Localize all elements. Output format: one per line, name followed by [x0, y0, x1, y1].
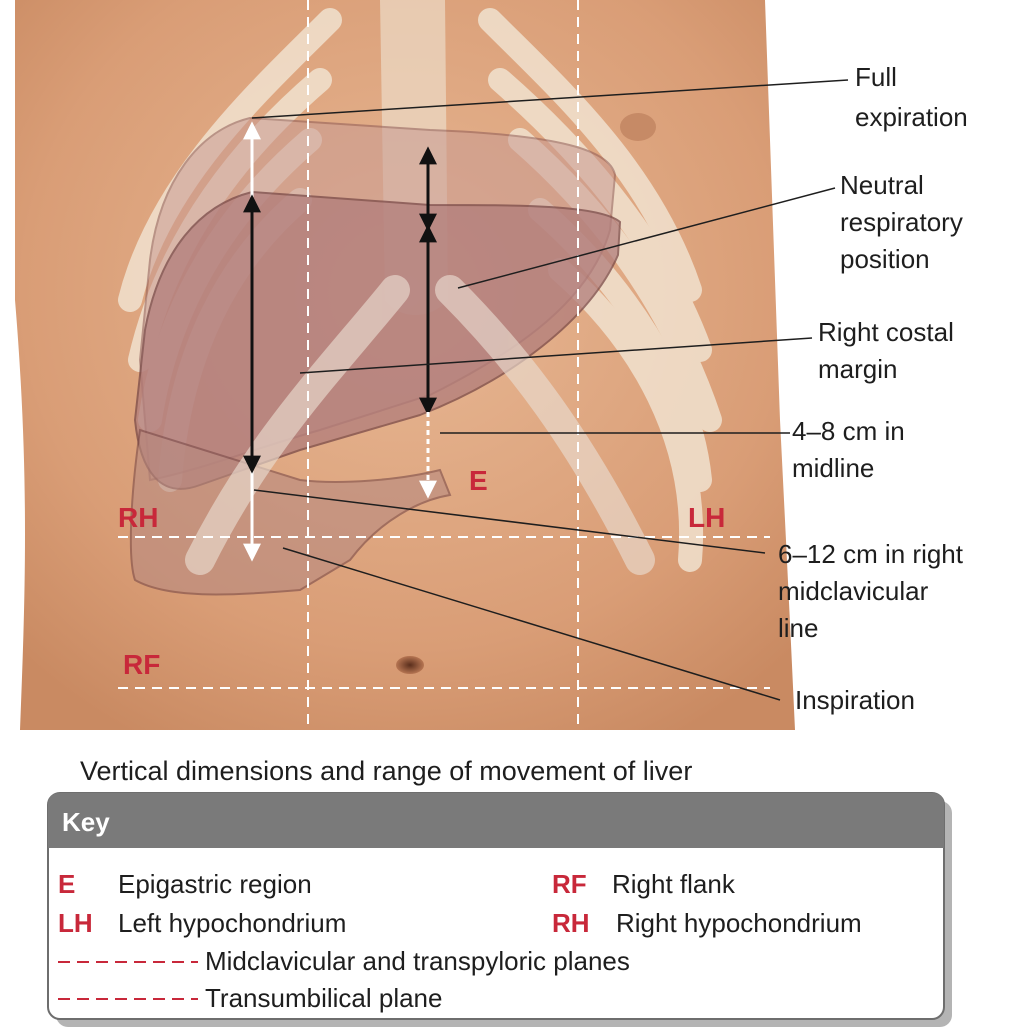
callout-right-costal-margin: Right costal margin: [818, 317, 954, 384]
svg-text:Left hypochondrium: Left hypochondrium: [118, 908, 346, 938]
svg-text:RH: RH: [552, 908, 590, 938]
svg-text:midclavicular: midclavicular: [778, 576, 929, 606]
svg-text:Right flank: Right flank: [612, 869, 736, 899]
svg-text:Right hypochondrium: Right hypochondrium: [616, 908, 862, 938]
svg-text:midline: midline: [792, 453, 874, 483]
callout-right-mcl-range: 6–12 cm in right midclavicular line: [778, 539, 964, 643]
callout-neutral-position: Neutral respiratory position: [840, 170, 963, 274]
nipple: [620, 113, 656, 141]
region-label-rh: RH: [118, 502, 158, 533]
svg-text:Midclavicular and transpyloric: Midclavicular and transpyloric planes: [205, 946, 630, 976]
svg-text:margin: margin: [818, 354, 897, 384]
svg-text:Right costal: Right costal: [818, 317, 954, 347]
svg-text:Inspiration: Inspiration: [795, 685, 915, 715]
svg-text:line: line: [778, 613, 818, 643]
callout-midline-range: 4–8 cm in midline: [792, 416, 905, 483]
svg-text:expiration: expiration: [855, 102, 968, 132]
svg-text:E: E: [58, 869, 75, 899]
svg-text:Full: Full: [855, 62, 897, 92]
svg-text:Epigastric region: Epigastric region: [118, 869, 312, 899]
svg-text:4–8 cm in: 4–8 cm in: [792, 416, 905, 446]
svg-text:Neutral: Neutral: [840, 170, 924, 200]
svg-text:Transumbilical plane: Transumbilical plane: [205, 983, 442, 1013]
key-box: Key E Epigastric region RF Right flank L…: [48, 793, 952, 1027]
svg-text:respiratory: respiratory: [840, 207, 963, 237]
svg-text:LH: LH: [58, 908, 93, 938]
callout-full-expiration: Full expiration: [855, 62, 968, 132]
callout-inspiration: Inspiration: [795, 685, 915, 715]
figure-caption: Vertical dimensions and range of movemen…: [80, 756, 692, 786]
navel-icon: [396, 656, 424, 674]
region-label-rf: RF: [123, 649, 160, 680]
key-item-rf: RF Right flank: [552, 869, 736, 899]
svg-text:6–12 cm in right: 6–12 cm in right: [778, 539, 964, 569]
svg-text:RF: RF: [552, 869, 587, 899]
region-label-e: E: [469, 465, 488, 496]
key-title: Key: [62, 807, 110, 837]
svg-text:position: position: [840, 244, 930, 274]
region-label-lh: LH: [688, 502, 725, 533]
